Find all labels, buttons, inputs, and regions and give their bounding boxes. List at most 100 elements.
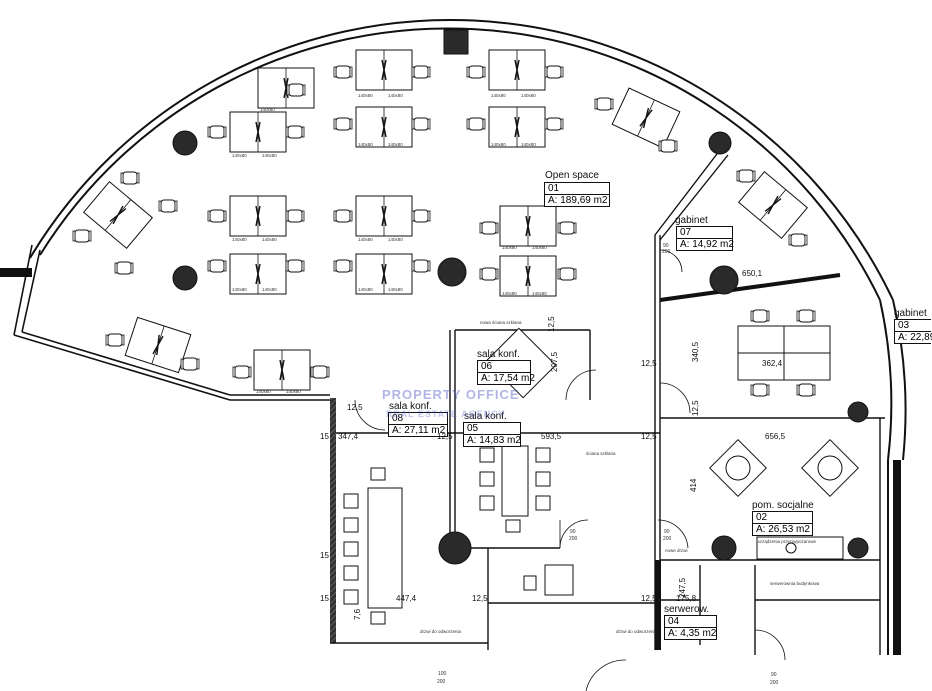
desk-size-label: 140x80 xyxy=(286,389,301,394)
annotation-fire-equipment: urządzenia przeciwpożarowe xyxy=(758,539,817,544)
room-area-gabinet-07: A: 14,92 m2 xyxy=(680,239,734,250)
watermark-subtitle: REAL ESTATE AGENCY xyxy=(386,409,506,419)
room-tag-serwerow: 04 A: 4,35 m2 xyxy=(664,615,717,640)
desk-size-label: 140x80 xyxy=(521,142,536,147)
desk-size-label: 140x80 xyxy=(262,287,277,292)
dim-label: 362,4 xyxy=(762,359,783,368)
dim-label: 593,5 xyxy=(541,432,562,441)
room-area-pom-socjalne: A: 26,53 m2 xyxy=(756,524,810,535)
desk-size-label: 140x80 xyxy=(491,142,506,147)
dim-label: 15 xyxy=(320,594,329,603)
dim-label: 12,5 xyxy=(641,432,657,441)
desk-size-label: 140x80 xyxy=(358,287,373,292)
dim-label: 247,5 xyxy=(678,577,687,598)
door-width-label: 100 xyxy=(438,671,447,677)
door-height-label: 200 xyxy=(770,680,779,686)
room-number-gabinet-03: 03 xyxy=(895,320,931,332)
room-name-sala-05: sala konf. xyxy=(464,411,507,422)
desk-size-label: 140x80 xyxy=(262,237,277,242)
room-name-serwerow: serwerow. xyxy=(664,604,710,615)
desk-size-label: 140x80 xyxy=(388,287,403,292)
dim-label: 12,5 xyxy=(472,594,488,603)
annotation-glass-wall: ściana szklana xyxy=(586,451,616,456)
dim-label: 447,4 xyxy=(396,594,417,603)
room-area-open-space: A: 189,69 m2 xyxy=(548,195,608,206)
door-width-label: 90 xyxy=(664,529,670,535)
dim-label: 12,5 xyxy=(641,594,657,603)
desk-size-label: 140x80 xyxy=(260,107,275,112)
room-tag-sala-06: 06 A: 17,54 m2 xyxy=(477,360,535,385)
room-number-serwerow: 04 xyxy=(665,616,716,628)
room-area-sala-06: A: 17,54 m2 xyxy=(481,373,535,384)
dim-label: 207,5 xyxy=(550,351,559,372)
dim-label: 12,5 xyxy=(547,316,556,332)
door-height-label: 200 xyxy=(662,249,671,255)
room-tag-open-space: 01 A: 189,69 m2 xyxy=(544,182,610,207)
doors xyxy=(354,249,786,691)
desk-size-label: 140x80 xyxy=(502,245,517,250)
desk-size-label: 140x80 xyxy=(256,389,271,394)
annotation-new-glass-wall: nowa ściana szklana xyxy=(480,320,522,325)
desk-size-label: 140x80 xyxy=(232,287,247,292)
dim-label: 7,6 xyxy=(353,608,362,620)
room-area-sala-08: A: 27,11 m2 xyxy=(392,425,446,436)
annotation-door-to-restore: drzwi do odworzenia xyxy=(420,629,462,634)
room-tag-sala-05: 05 A: 14,83 m2 xyxy=(463,422,521,447)
door-width-label: 90 xyxy=(771,672,777,678)
door-height-label: 200 xyxy=(437,679,446,685)
room-name-open-space: Open space xyxy=(545,170,599,181)
annotation-new-door: nowe drzwi xyxy=(665,548,688,553)
room-name-sala-06: sala konf. xyxy=(477,349,520,360)
desk-size-label: 140x80 xyxy=(358,237,373,242)
room-tag-gabinet-07: 07 A: 14,92 m2 xyxy=(676,226,734,251)
desk-size-label: 140x80 xyxy=(532,291,547,296)
room-name-sala-08: sala konf. xyxy=(389,401,432,412)
dim-label: 650,1 xyxy=(742,269,763,278)
annotation-door-to-restore: drzwi do odworzenia xyxy=(616,629,658,634)
server-wall xyxy=(655,560,661,650)
dim-label: 347,4 xyxy=(338,432,359,441)
desk-size-label: 140x80 xyxy=(358,93,373,98)
door-height-label: 200 xyxy=(663,536,672,542)
room-number-gabinet-07: 07 xyxy=(677,227,732,239)
door-width-label: 90 xyxy=(570,529,576,535)
desk-size-label: 140x80 xyxy=(232,153,247,158)
room-name-pom-socjalne: pom. socjalne xyxy=(752,500,814,511)
watermark-title: PROPERTY OFFICE xyxy=(382,387,520,402)
desk-size-label: 140x80 xyxy=(358,142,373,147)
desk-size-label: 140x80 xyxy=(532,245,547,250)
dim-label: 12,5 xyxy=(691,400,700,416)
structural-columns xyxy=(172,29,869,565)
desk-clusters xyxy=(82,49,831,391)
desk-size-label: 140x80 xyxy=(388,93,403,98)
dim-label: 12,5 xyxy=(347,403,363,412)
room-tag-pom-socjalne: 02 A: 26,53 m2 xyxy=(752,511,813,536)
room-number-sala-05: 05 xyxy=(464,423,520,435)
dim-label: 15 xyxy=(320,432,329,441)
desk-size-label: 140x80 xyxy=(388,237,403,242)
dim-label: 12,5 xyxy=(641,359,657,368)
room-tag-gabinet-03: 03 A: 22,89 xyxy=(894,319,932,344)
room-number-sala-06: 06 xyxy=(478,361,530,373)
desk-size-label: 140x80 xyxy=(388,142,403,147)
desk-size-label: 140x80 xyxy=(502,291,517,296)
room-number-pom-socjalne: 02 xyxy=(753,512,812,524)
room-name-gabinet-07: gabinet xyxy=(675,215,708,226)
dim-label: 175,8 xyxy=(676,594,697,603)
room-area-sala-05: A: 14,83 m2 xyxy=(467,435,521,446)
desk-size-label: 140x80 xyxy=(232,237,247,242)
facade-wall xyxy=(29,18,907,655)
dim-label: 414 xyxy=(689,478,698,492)
social-tables xyxy=(709,439,859,560)
gabinet-wall-thick xyxy=(659,273,841,302)
desk-size-label: 140x80 xyxy=(521,93,536,98)
room-area-serwerow: A: 4,35 m2 xyxy=(668,628,717,639)
room-area-gabinet-03: A: 22,89 xyxy=(898,332,932,343)
desk-size-label: 140x80 xyxy=(491,93,506,98)
left-wall xyxy=(0,244,330,401)
room-number-open-space: 01 xyxy=(545,183,609,195)
dim-label: 656,5 xyxy=(765,432,786,441)
desk-size-label: 140x80 xyxy=(262,153,277,158)
room-name-gabinet-03: gabinet xyxy=(894,308,927,319)
